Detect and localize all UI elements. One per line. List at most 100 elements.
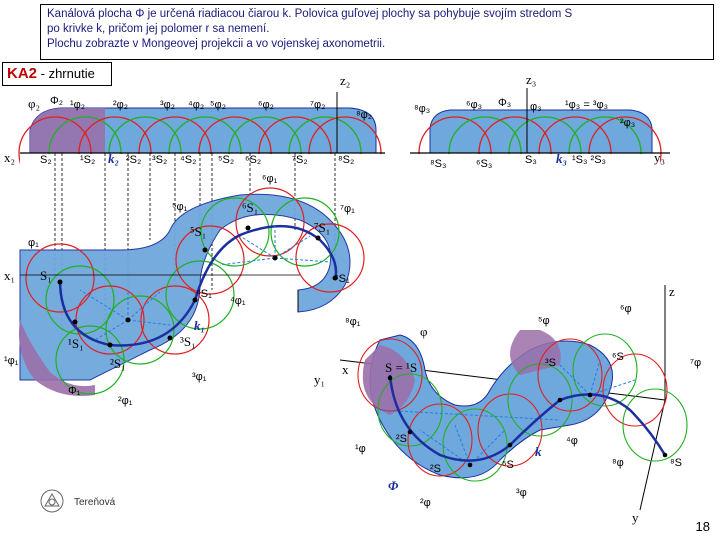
label-phi3: φ₃ [530, 101, 542, 113]
label-1S2: ¹S₂ [80, 154, 95, 166]
curve-k1 [58, 224, 338, 347]
top-circle [270, 197, 340, 267]
axo-point-center [467, 462, 473, 468]
task-line-3: Plochu zobrazte v Mongeovej projekcii a … [47, 38, 386, 50]
top-circle [295, 223, 365, 293]
label-phi2: φ₂ [28, 96, 40, 111]
label-2phi3: ²φ₃ [620, 117, 635, 129]
label-z3: z₃ [526, 72, 536, 87]
label-6phi3: ⁶φ₃ [466, 99, 482, 111]
label-5phi: ⁵φ [538, 315, 550, 327]
label-Phi: Φ [388, 478, 399, 493]
top-circle [45, 265, 115, 335]
radial-line [127, 291, 161, 321]
slide-subtitle: - zhrnutie [37, 66, 95, 81]
label-z: z [669, 284, 675, 299]
point-8S1 [332, 275, 338, 281]
y-axis [639, 399, 666, 511]
top-view: x₁ y₁ φ₁ S₁ ⁵φ₁ ⁶S₁ ⁶φ₁ ⁷φ₁ ⁵S₁ ⁷S₁ ⁸S₁ … [4, 173, 365, 407]
radial-line [274, 257, 331, 263]
label-8phi2: ⁸φ₂ [356, 109, 372, 121]
axo-circle [622, 388, 688, 462]
radial-line [219, 257, 276, 266]
label-3phi1: ³φ₁ [192, 371, 207, 383]
axo-point-8S [662, 452, 668, 458]
top-circle [25, 243, 95, 313]
author-name: Tereňová [74, 497, 116, 508]
label-7S2: ⁷S₂ [292, 154, 308, 166]
top-circle [175, 225, 245, 295]
label-1S3-2S3: ¹S₃ ²S₃ [572, 154, 606, 166]
point-4S1 [192, 297, 198, 303]
label-5S2: ⁵S₂ [218, 154, 234, 166]
label-7phi2: ⁷φ₂ [310, 99, 325, 111]
label-5phi2: ⁵φ₂ [210, 99, 226, 111]
top-circle [165, 260, 235, 330]
label-8S: ⁸S [670, 457, 682, 469]
label-S1: S₁ [40, 268, 52, 283]
axo-point-center-2 [587, 392, 593, 398]
radial-line [79, 289, 129, 321]
label-8S1: ⁸S₁ [334, 273, 350, 285]
radial-line [239, 235, 276, 259]
label-6phi2: ⁶φ₂ [258, 99, 274, 111]
task-description: Kanálová plocha Φ je určená riadiacou či… [40, 4, 714, 60]
label-5S: ⁵S [502, 459, 514, 471]
label-k: k [535, 444, 542, 459]
label-1S1: ¹S₁ [68, 336, 84, 351]
point-S1 [57, 279, 63, 285]
label-k2: k₂ [108, 151, 119, 166]
axo-point-3S [557, 397, 563, 403]
label-k1: k₁ [194, 318, 205, 333]
task-line-2: po krivke k, pričom jej polomer r sa nem… [47, 23, 270, 35]
label-y: y [632, 510, 639, 525]
label-6S1: ⁶S₁ [242, 200, 258, 215]
top-circle [235, 187, 305, 257]
axo-circle [377, 373, 443, 447]
label-8phi: ⁸φ [612, 457, 624, 469]
label-6S2: ⁶S₂ [245, 154, 261, 166]
label-S-eq-1S: S = ¹S [385, 360, 417, 375]
label-8phi3: ⁸φ₃ [414, 103, 430, 115]
axo-radial-line [469, 429, 506, 466]
label-Phi1: Φ₁ [68, 385, 81, 397]
label-8S3: ⁸S₃ [430, 158, 446, 170]
point-7S1 [315, 235, 321, 241]
side-mask [410, 154, 660, 194]
point-2S1 [107, 342, 113, 348]
label-2S-upper: ²S [396, 433, 407, 445]
axo-radial-line [589, 379, 636, 396]
axo-radial-line [454, 424, 471, 466]
axo-point-5S [507, 442, 513, 448]
label-6phi1: ⁶φ₁ [262, 173, 278, 185]
label-3S: ³S [545, 357, 556, 369]
label-S3: S₃ [525, 154, 537, 166]
top-circle [140, 285, 210, 355]
point-3S1 [167, 335, 173, 341]
label-x: x [342, 362, 349, 377]
side-view: z₃ y₃ ⁸φ₃ ⁶φ₃ Φ₃ φ₃ ¹φ₃ = ³φ₃ ²φ₃ ⁸S₃ ⁶S… [410, 72, 670, 194]
side-surface [429, 109, 653, 154]
label-5phi1: ⁵φ₁ [172, 201, 188, 213]
label-1phi3-eq-3phi3: ¹φ₃ = ³φ₃ [565, 99, 608, 111]
axo-circle [572, 333, 638, 407]
radial-line [94, 319, 129, 341]
top-circle [55, 325, 125, 395]
label-6S: ⁶S [612, 351, 624, 363]
label-3phi2: ³φ₂ [160, 99, 175, 111]
slide-title: KA2 - zhrnutie [2, 62, 112, 86]
front-view: φ₂ Φ₂ ¹φ₂ ²φ₂ ³φ₂ ⁴φ₂ ⁵φ₂ ⁶φ₂ ⁷φ₂ ⁸φ₂ z₂… [4, 73, 390, 355]
page-number: 18 [695, 519, 710, 534]
axonometric-view: z x y φ ⁵φ ⁶φ ⁷φ S = ¹S ³S ⁶S ²S ²S ⁵S ⁸… [339, 284, 701, 525]
point-5S1 [202, 247, 208, 253]
axo-circle [477, 393, 543, 467]
axo-point-S [387, 375, 393, 381]
axo-circle [442, 408, 508, 482]
axo-point-2S [407, 429, 413, 435]
label-7phi: ⁷φ [690, 357, 701, 369]
label-2S1: ²S₁ [110, 356, 126, 371]
label-y1: y₁ [314, 372, 325, 387]
task-line-1: Kanálová plocha Φ je určená riadiacou či… [47, 8, 573, 20]
front-mask [20, 154, 390, 194]
